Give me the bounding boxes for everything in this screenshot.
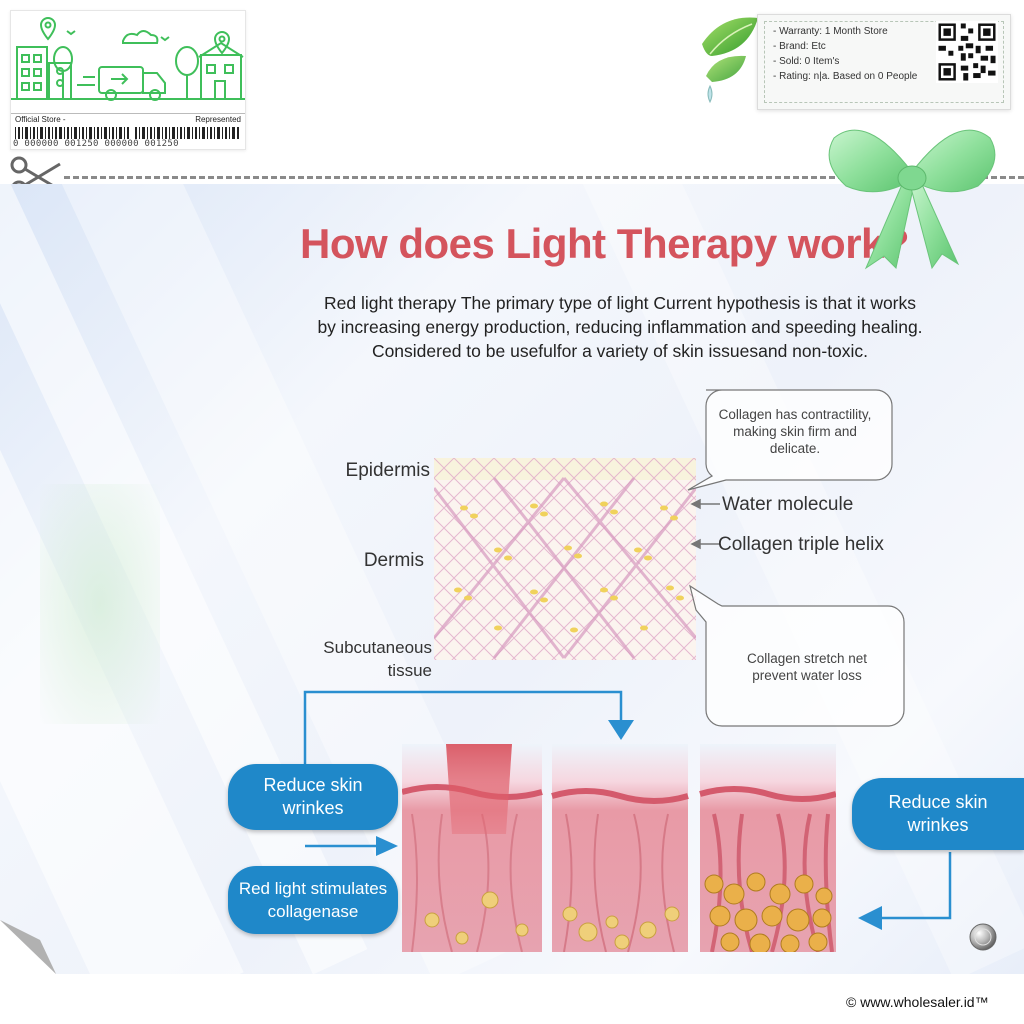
pill-text: collagenase [267,902,359,921]
annotation-water-molecule: Water molecule [722,494,854,515]
page-corner-fold [0,920,56,974]
annotation-collagen-helix: Collagen triple helix [718,534,884,555]
callout-bottom-text: Collagen stretch net prevent water loss [712,650,902,684]
official-store-label: Official Store - [15,115,66,124]
callout-top-line: making skin firm and [733,424,857,439]
pill-text: wrinkes [907,815,969,835]
barcode-number: 0 000000 001250 000000 001250 [13,139,179,149]
barcode-right [135,127,239,139]
red-light-stimulates-pill: Red light stimulates collagenase [228,866,398,934]
store-divider [11,113,245,126]
bow-icon [828,129,996,270]
description-line: by increasing energy production, reducin… [317,317,923,337]
store-card: Official Store - Represented [10,10,246,150]
callout-bottom-line: Collagen stretch net [746,651,868,666]
layer-subcutaneous-line1: Subcutaneous [323,638,432,657]
metal-button-icon [969,923,997,951]
callout-top-line: Collagen has contractility, [718,407,872,422]
info-dashed-border: - Warranty: 1 Month Store - Brand: Etc -… [764,21,1004,103]
pill-text: Red light stimulates [238,879,388,898]
reduce-wrinkles-pill-left: Reduce skin wrinkes [228,764,398,830]
layer-subcutaneous: Subcutaneous tissue [300,636,432,682]
diagram-title: How does Light Therapy work? [300,220,910,267]
layer-subcutaneous-line2: tissue [387,661,432,680]
skin-cross-section-panels [402,744,836,952]
represented-label: Represented [195,115,241,124]
leaf-icon [702,17,758,104]
callout-shapes [687,389,905,727]
sold-text: - Sold: 0 Item's [773,56,840,67]
callout-bottom-bubble [689,584,905,727]
collagen-network-illustration [434,458,696,660]
product-info-card: - Warranty: 1 Month Store - Brand: Etc -… [757,14,1011,110]
copyright-text: © www.wholesaler.id™ [846,994,989,1010]
callout-top-bubble [687,389,893,491]
brand-text: - Brand: Etc [773,41,826,52]
description-line: Red light therapy The primary type of li… [323,293,917,313]
location-pin-icon [39,17,231,55]
skin-panel-1 [402,744,543,952]
layer-dermis: Dermis [363,550,424,571]
truck-icon [77,66,166,101]
description-line: Considered to be usefulfor a variety of … [371,341,869,361]
skin-panel-2 [551,744,689,952]
pill-text: wrinkes [282,798,344,818]
callout-top-text: Collagen has contractility, making skin … [700,406,890,457]
callout-top-line: delicate. [769,441,821,456]
city-delivery-illustration [11,17,245,101]
flow-arrows [303,690,952,930]
reduce-wrinkles-pill-right: Reduce skin wrinkes [852,778,1024,850]
pill-text: Reduce skin [888,792,988,812]
warranty-text: - Warranty: 1 Month Store [773,26,888,37]
barcode-left [15,127,129,139]
rating-text: - Rating: n|a. Based on 0 People [773,71,918,82]
callout-bottom-line: prevent water loss [752,668,862,683]
skin-panel-3 [699,744,836,952]
layer-epidermis: Epidermis [345,460,430,481]
pill-text: Reduce skin [263,775,363,795]
cut-dashed-line [64,176,1024,179]
green-blur [40,484,160,724]
qr-code-icon [936,21,998,83]
